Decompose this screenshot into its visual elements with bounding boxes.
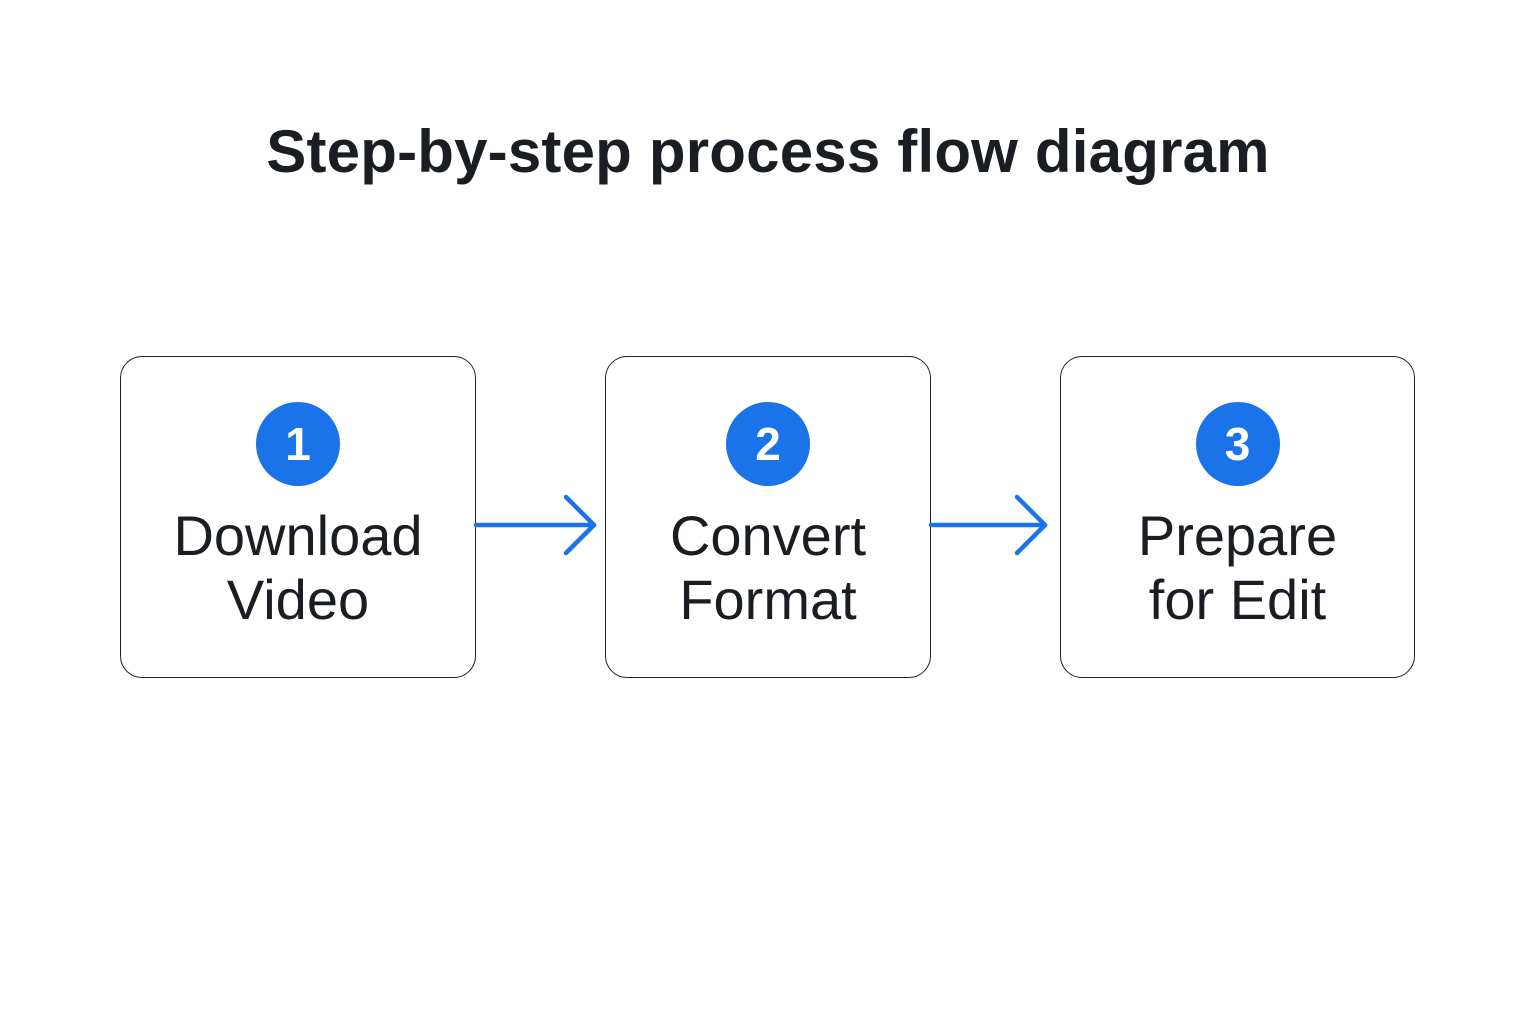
diagram-title: Step-by-step process flow diagram (266, 118, 1270, 185)
step-box-prepare-for-edit: 3 Prepare for Edit (1060, 356, 1415, 678)
step-label-line: for Edit (1148, 568, 1327, 631)
step-label-line: Prepare (1137, 504, 1338, 567)
step-box-download-video: 1 Download Video (120, 356, 476, 678)
step-label: Prepare for Edit (1061, 504, 1414, 632)
step-number-badge: 2 (726, 402, 810, 486)
arrow-right-icon (473, 494, 597, 556)
step-box-convert-format: 2 Convert Format (605, 356, 931, 678)
step-number-badge: 1 (256, 402, 340, 486)
step-label: Convert Format (606, 504, 930, 632)
step-label-line: Convert (669, 504, 867, 567)
step-number-badge: 3 (1195, 402, 1280, 486)
arrow-right-icon (928, 494, 1048, 556)
step-label-line: Video (226, 568, 370, 631)
step-label-line: Download (173, 504, 423, 567)
step-label: Download Video (121, 504, 475, 632)
step-label-line: Format (679, 568, 857, 631)
